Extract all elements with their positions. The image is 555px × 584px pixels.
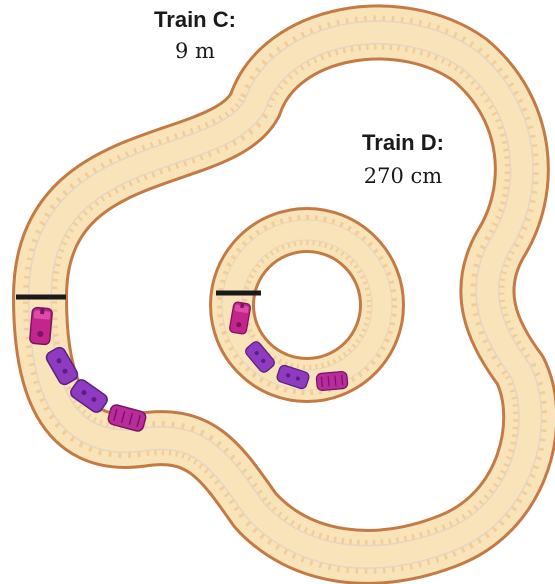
train-c-label: Train C: bbox=[154, 7, 236, 32]
train-car-icon bbox=[316, 371, 348, 391]
train-c-distance: 9 m bbox=[175, 39, 215, 63]
train-d-distance: 270 cm bbox=[364, 164, 443, 188]
train-d-label: Train D: bbox=[362, 130, 444, 155]
train-engine-icon bbox=[29, 307, 52, 345]
outer-track bbox=[40, 32, 530, 556]
